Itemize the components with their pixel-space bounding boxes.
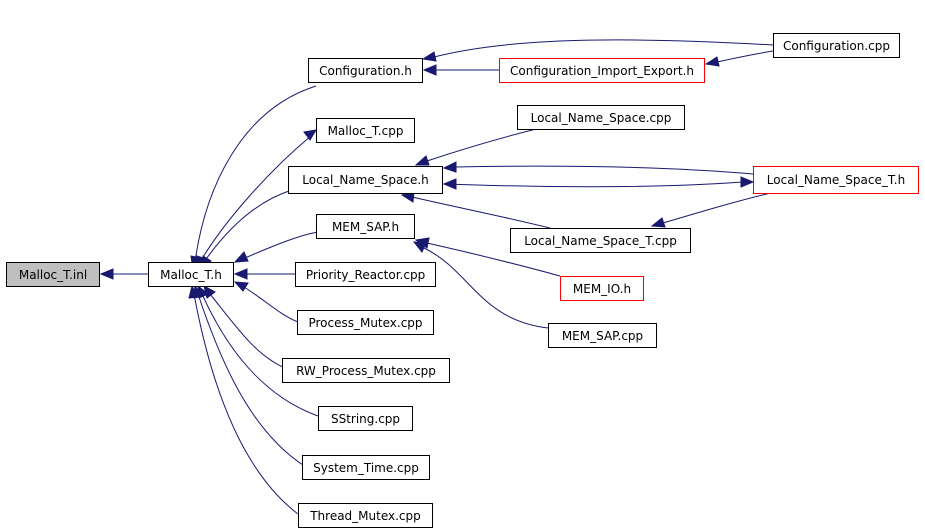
edge-mem-io-to-mem-sap-h <box>426 242 561 277</box>
node-local-name-space-h[interactable]: Local_Name_Space.h <box>288 166 443 194</box>
arrowhead <box>233 268 248 280</box>
edge-mem-sap-cpp-to-mem-sap-h <box>423 247 549 329</box>
edge-thread-mutex-to-malloc-h <box>193 293 299 515</box>
node-mem-sap-cpp[interactable]: MEM_SAP.cpp <box>548 323 657 348</box>
edge-process-mutex-to-malloc-h <box>243 286 299 323</box>
edge-config-cpp-to-cie-h <box>716 50 774 63</box>
node-configuration-cpp[interactable]: Configuration.cpp <box>773 33 900 58</box>
edge-lns-t-h-to-lns-h <box>454 165 754 175</box>
node-process-mutex-cpp[interactable]: Process_Mutex.cpp <box>297 310 434 335</box>
node-mem-io-h[interactable]: MEM_IO.h <box>560 276 644 301</box>
edge-lns-h-to-malloc-h <box>203 189 293 263</box>
arrowhead <box>188 284 199 299</box>
arrowhead <box>442 178 457 190</box>
arrowhead <box>422 64 437 76</box>
arrowhead <box>412 241 427 253</box>
arrowhead <box>740 176 755 188</box>
node-local-name-space-t-cpp[interactable]: Local_Name_Space_T.cpp <box>510 228 691 253</box>
edge-lns-cpp-to-lns-h <box>426 127 541 162</box>
node-sstring-cpp[interactable]: SString.cpp <box>318 406 413 431</box>
edge-malloc-cpp-to-malloc-h <box>199 134 313 263</box>
arrowhead <box>414 155 430 166</box>
node-malloc-t-cpp[interactable]: Malloc_T.cpp <box>316 118 415 143</box>
node-local-name-space-t-h[interactable]: Local_Name_Space_T.h <box>753 166 919 194</box>
node-malloc-t-inl: Malloc_T.inl <box>6 262 100 287</box>
node-configuration-import-export-h[interactable]: Configuration_Import_Export.h <box>499 58 705 83</box>
arrowhead <box>704 56 720 67</box>
edge-config-cpp-to-config-h <box>433 39 774 58</box>
arrowhead <box>233 281 249 292</box>
arrowhead <box>650 217 666 228</box>
arrowhead <box>442 161 457 173</box>
arrowhead <box>233 251 249 263</box>
edge-lns-h-to-lns-t-h <box>443 181 743 188</box>
arrowhead <box>99 268 114 280</box>
edge-sstring-to-malloc-h <box>201 293 319 417</box>
node-system-time-cpp[interactable]: System_Time.cpp <box>302 455 430 480</box>
node-mem-sap-h[interactable]: MEM_SAP.h <box>316 214 415 239</box>
edge-lns-t-cpp-to-lns-h <box>411 196 551 229</box>
node-configuration-h[interactable]: Configuration.h <box>308 58 423 83</box>
edge-system-time-to-malloc-h <box>197 293 304 466</box>
node-local-name-space-cpp[interactable]: Local_Name_Space.cpp <box>517 105 685 130</box>
arrowhead <box>303 129 317 141</box>
node-malloc-t-h[interactable]: Malloc_T.h <box>148 262 234 287</box>
edge-mem-sap-h-to-malloc-h <box>244 231 319 259</box>
edge-rw-process-mutex-to-malloc-h <box>209 293 286 369</box>
edge-lns-t-cpp-to-lns-t-h <box>662 191 776 224</box>
node-thread-mutex-cpp[interactable]: Thread_Mutex.cpp <box>298 503 433 528</box>
node-priority-reactor-cpp[interactable]: Priority_Reactor.cpp <box>295 262 436 287</box>
edge-config-h-to-malloc-h <box>194 85 317 263</box>
arrowhead <box>421 51 437 62</box>
node-rw-process-mutex-cpp[interactable]: RW_Process_Mutex.cpp <box>282 358 450 383</box>
